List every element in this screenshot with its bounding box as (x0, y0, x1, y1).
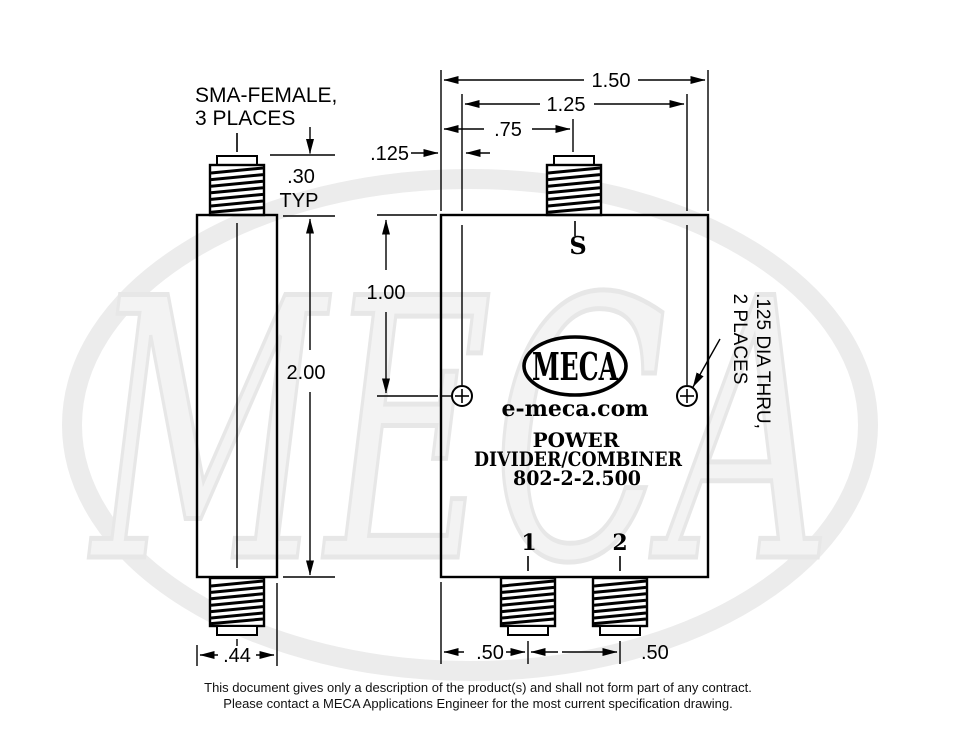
dim-connector-height: .30 (287, 166, 315, 188)
hole-note-line2: 2 PLACES (729, 294, 750, 385)
meca-watermark: MECA (62, 169, 878, 681)
footer-disclaimer-line2: Please contact a MECA Applications Engin… (223, 696, 732, 711)
logo-ellipse (522, 335, 628, 397)
sma-connector-side-bottom (208, 576, 266, 637)
bottom-extension-lines (440, 582, 621, 664)
dim-connector-height-lines (270, 154, 335, 217)
sma-connector-port1 (499, 576, 557, 637)
port-s-label: S (569, 231, 586, 260)
dim-hole-vertical-offset: 1.00 (367, 282, 406, 304)
website-text: e-meca.com (501, 396, 648, 422)
sma-connector-side-top (208, 154, 266, 217)
dim-hole-spacing: 1.25 (547, 94, 586, 116)
logo-text: MECA (532, 344, 618, 389)
meca-logo: MECA (522, 335, 628, 397)
port-1-label: 1 (521, 530, 536, 556)
hole-note-line1: .125 DIA THRU, (752, 293, 773, 429)
dim-connector-height-typ: TYP (280, 190, 319, 212)
product-title-line1: POWER (533, 428, 620, 452)
mounting-hole-right (676, 225, 698, 407)
dim-port-spacing: .50 (641, 642, 669, 664)
side-view-body (195, 213, 279, 579)
side-view: SMA-FEMALE, 3 PLACES .30 TYP 2.00 .44 (195, 84, 337, 667)
top-extension-lines (440, 70, 709, 211)
connector-note-line2: 3 PLACES (195, 107, 295, 130)
dim-hole-edge-offset: .125 (370, 143, 409, 165)
watermark-ellipse (62, 169, 878, 681)
footer-disclaimer: This document gives only a description o… (204, 680, 752, 711)
hole-note-leader (692, 338, 721, 388)
dim-body-width: .44 (223, 645, 251, 667)
footer-disclaimer-line1: This document gives only a description o… (204, 680, 752, 695)
connector-note-line1: SMA-FEMALE, (195, 84, 337, 107)
sma-connector-input (545, 154, 603, 217)
product-title-line2: DIVIDER/COMBINER (474, 447, 682, 471)
front-view: 1.50 1.25 .75 .125 1.00 (367, 70, 773, 664)
model-number: 802-2-2.500 (513, 466, 641, 490)
sma-connector-port2 (591, 576, 649, 637)
dim-input-port-offset: .75 (494, 119, 522, 141)
dim-body-width-lines (196, 583, 278, 666)
dim-body-height: 2.00 (287, 362, 326, 384)
port-2-label: 2 (612, 530, 627, 556)
front-view-body (439, 213, 710, 579)
dim-overall-width: 1.50 (592, 70, 631, 92)
mounting-hole-left (442, 225, 473, 407)
dim-hole-vertical-lines (377, 214, 438, 397)
watermark-text: MECA (88, 223, 832, 642)
dim-port1-edge-offset: .50 (476, 642, 504, 664)
